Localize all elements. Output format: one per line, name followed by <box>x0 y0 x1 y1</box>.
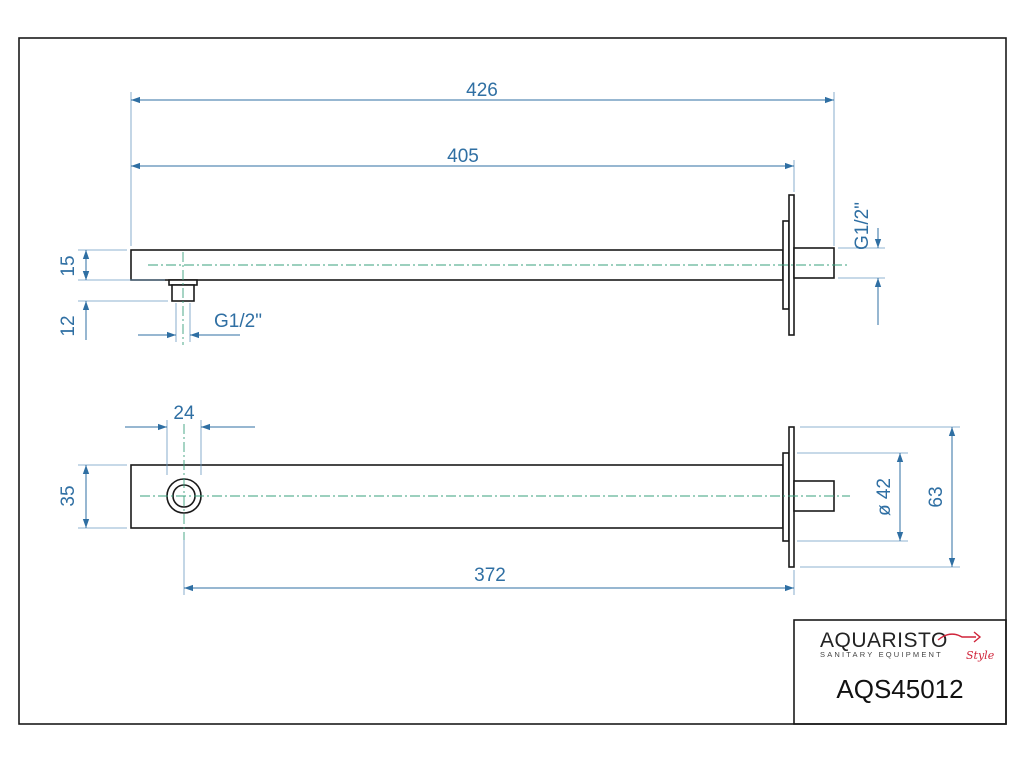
dim-372-label: 372 <box>474 565 506 586</box>
arm-top <box>130 464 784 529</box>
dimension-35: 35 <box>58 464 127 529</box>
dimension-24: 24 <box>125 403 255 475</box>
dimension-12: 12 <box>58 270 168 340</box>
dimension-outlet-thread: G1/2" <box>138 303 262 342</box>
brand-arrow-icon <box>973 631 982 643</box>
dim-405-label: 405 <box>447 146 479 167</box>
brand-swoosh-icon <box>937 633 976 641</box>
wall-flange-inner-top <box>782 452 790 542</box>
dim-15-label: 15 <box>58 255 79 276</box>
dim-42-label: ø 42 <box>874 478 895 516</box>
wall-thread-label: G1/2" <box>852 202 873 250</box>
side-view <box>130 194 850 345</box>
dim-12-label: 12 <box>58 315 79 336</box>
outlet-thread-label: G1/2" <box>214 311 262 332</box>
top-view <box>130 424 850 568</box>
dimension-flange-42: ø 42 <box>797 452 908 542</box>
dim-63-label: 63 <box>926 486 947 507</box>
brand-tagline: SANITARY EQUIPMENT <box>820 650 943 659</box>
dimension-15: 15 <box>58 249 165 281</box>
title-block-frame <box>793 619 1007 725</box>
dimension-63: 63 <box>800 426 960 568</box>
brand-script: Style <box>966 649 995 662</box>
dim-24-label: 24 <box>173 403 195 424</box>
dimension-372: 372 <box>183 540 795 595</box>
dimension-405: 405 <box>131 146 795 192</box>
wall-connector-side <box>793 247 835 279</box>
dim-426-label: 426 <box>466 80 498 101</box>
dimension-426: 426 <box>130 80 835 246</box>
brand-name: AQUARISTO <box>820 629 948 652</box>
dim-35-label: 35 <box>58 485 79 506</box>
dimension-wall-thread: G1/2" <box>838 202 885 325</box>
drawing-frame <box>18 37 1007 725</box>
brand-logo: AQUARISTO SANITARY EQUIPMENT Style <box>820 629 995 662</box>
title-block: AQUARISTO SANITARY EQUIPMENT Style AQS45… <box>793 619 1007 725</box>
product-code: AQS45012 <box>836 674 963 704</box>
